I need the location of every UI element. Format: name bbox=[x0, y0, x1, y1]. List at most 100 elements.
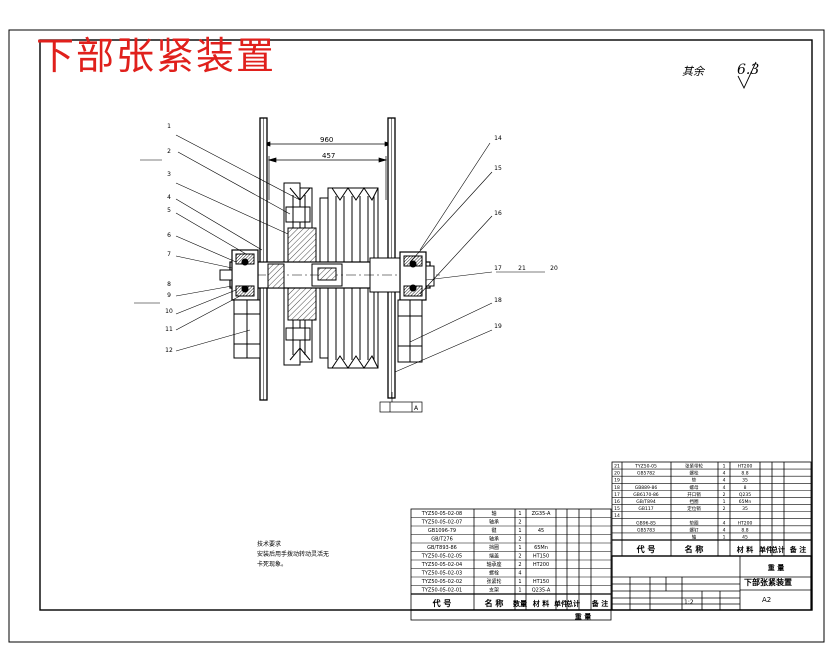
bom-qty: 2 bbox=[518, 520, 521, 526]
bom-name: 支架 bbox=[489, 587, 499, 594]
bom-material: ZG35-A bbox=[532, 511, 551, 517]
bom-qty: 2 bbox=[723, 492, 726, 498]
bom-index: 16 bbox=[614, 499, 620, 505]
bom-right-headers: 代 号名 称材 料单件总计备 注重 量 bbox=[636, 544, 807, 572]
roughness-mark bbox=[737, 61, 757, 90]
part-label: 17 bbox=[494, 265, 502, 272]
bom-code: TYZ50-05-02-08 bbox=[421, 511, 462, 517]
bom-index: 15 bbox=[614, 506, 620, 512]
bom-table-left bbox=[410, 508, 612, 621]
bom-name: 张紧带轮 bbox=[685, 463, 703, 470]
scale-label: 1:2 bbox=[684, 599, 694, 606]
bom-name: 螺钉 bbox=[690, 526, 699, 533]
bom-qty: 1 bbox=[518, 588, 521, 594]
bom-qty: 4 bbox=[723, 527, 726, 533]
datum-label: A bbox=[414, 405, 419, 412]
bom-material: 65Mn bbox=[534, 545, 548, 551]
part-label: 7 bbox=[167, 251, 171, 258]
bom-qty: 4 bbox=[723, 485, 726, 491]
bom-code: TYZ50-05-02-05 bbox=[421, 554, 462, 560]
bom-name: 轴 bbox=[491, 510, 496, 517]
dimension-top: 960 bbox=[320, 136, 333, 144]
bom-name: 端盖 bbox=[489, 553, 499, 560]
title-block bbox=[611, 555, 812, 611]
bom-name: 张紧轮 bbox=[486, 578, 501, 585]
bom-weight-label: 重 量 bbox=[575, 612, 591, 621]
bom-code: GB/T893-86 bbox=[427, 545, 457, 551]
bom-name: 垫圈 bbox=[690, 519, 699, 526]
bom-material: 8.8 bbox=[741, 527, 748, 533]
bom-qty: 4 bbox=[723, 478, 726, 484]
bom-name: 开口销 bbox=[687, 491, 701, 498]
part-label: 12 bbox=[165, 347, 173, 354]
bom-code: GB/T894 bbox=[636, 499, 656, 505]
bom-weight-label: 重 量 bbox=[768, 563, 784, 572]
bom-name: 挡圈 bbox=[690, 498, 699, 505]
outer-border bbox=[8, 29, 825, 643]
part-label: 11 bbox=[165, 326, 173, 333]
bom-material: 8 bbox=[744, 485, 747, 491]
bom-material: 8.8 bbox=[741, 471, 748, 477]
bom-header: 代 号 bbox=[432, 598, 452, 608]
bom-qty: 4 bbox=[518, 571, 521, 577]
part-label: 16 bbox=[494, 210, 502, 217]
bom-header: 总计 bbox=[566, 599, 580, 608]
bom-header: 单件 bbox=[554, 599, 568, 608]
bom-qty: 1 bbox=[723, 499, 726, 505]
right-lower-support bbox=[397, 299, 423, 363]
part-label: 9 bbox=[167, 292, 171, 299]
bom-header: 材 料 bbox=[736, 545, 753, 554]
assembly-view bbox=[134, 117, 545, 413]
bom-qty: 2 bbox=[518, 562, 521, 568]
bom-qty: 1 bbox=[518, 545, 521, 551]
bom-code: GB1096-79 bbox=[428, 528, 456, 534]
assembly-name: 下部张紧装置 bbox=[744, 578, 792, 587]
bom-qty: 1 bbox=[723, 464, 726, 470]
bom-code: GB96-85 bbox=[636, 520, 656, 526]
bom-code: GB889-86 bbox=[635, 485, 658, 491]
bom-name: 键 bbox=[491, 527, 496, 534]
leader-lines-left bbox=[134, 134, 301, 352]
bom-code: TYZ50-05-02-07 bbox=[421, 520, 462, 526]
bom-name: 轴承 bbox=[489, 536, 499, 543]
bom-material: 45 bbox=[742, 534, 748, 540]
bom-header: 名 称 bbox=[685, 544, 704, 554]
bom-header: 备 注 bbox=[591, 599, 608, 608]
bom-header: 备 注 bbox=[789, 545, 806, 554]
right-bearing-block bbox=[399, 251, 435, 301]
bom-name: 挡圈 bbox=[489, 544, 499, 551]
bom-index: 14 bbox=[614, 513, 620, 519]
roughness-symbol-text: 其余 bbox=[682, 65, 704, 78]
bom-header: 总计 bbox=[771, 545, 785, 554]
bom-material: Q235 bbox=[739, 492, 751, 498]
bom-code: TYZ50-05-02-01 bbox=[421, 588, 462, 594]
bom-material: 35 bbox=[742, 478, 748, 484]
bom-material: HT200 bbox=[738, 464, 753, 470]
notes-line1: 安装后用手拨动转动灵活无 bbox=[257, 551, 330, 558]
bom-material: 45 bbox=[538, 528, 544, 534]
bom-index: 21 bbox=[614, 464, 620, 470]
sheet-size: A2 bbox=[762, 596, 772, 604]
part-label: 10 bbox=[165, 308, 173, 315]
bom-code: TYZ50-05-02-03 bbox=[421, 571, 462, 577]
bom-index: 20 bbox=[614, 471, 620, 477]
notes-line2: 卡死现象。 bbox=[257, 561, 288, 568]
part-label: 15 bbox=[494, 165, 502, 172]
bom-code: GB5782 bbox=[637, 471, 655, 477]
part-label: 14 bbox=[494, 135, 502, 142]
part-label: 2 bbox=[167, 148, 171, 155]
bom-name: 轴承座 bbox=[486, 561, 501, 568]
bom-material: HT150 bbox=[533, 554, 549, 560]
drawing-title: 下部张紧装置 bbox=[36, 34, 277, 78]
part-label: 19 bbox=[494, 323, 502, 330]
bom-name: 垫 bbox=[692, 477, 697, 484]
part-label: 1 bbox=[167, 123, 171, 130]
bom-qty: 1 bbox=[723, 534, 726, 540]
part-label: 4 bbox=[167, 194, 171, 201]
dimension-inner: 457 bbox=[322, 152, 335, 160]
bom-index: 17 bbox=[614, 492, 620, 498]
